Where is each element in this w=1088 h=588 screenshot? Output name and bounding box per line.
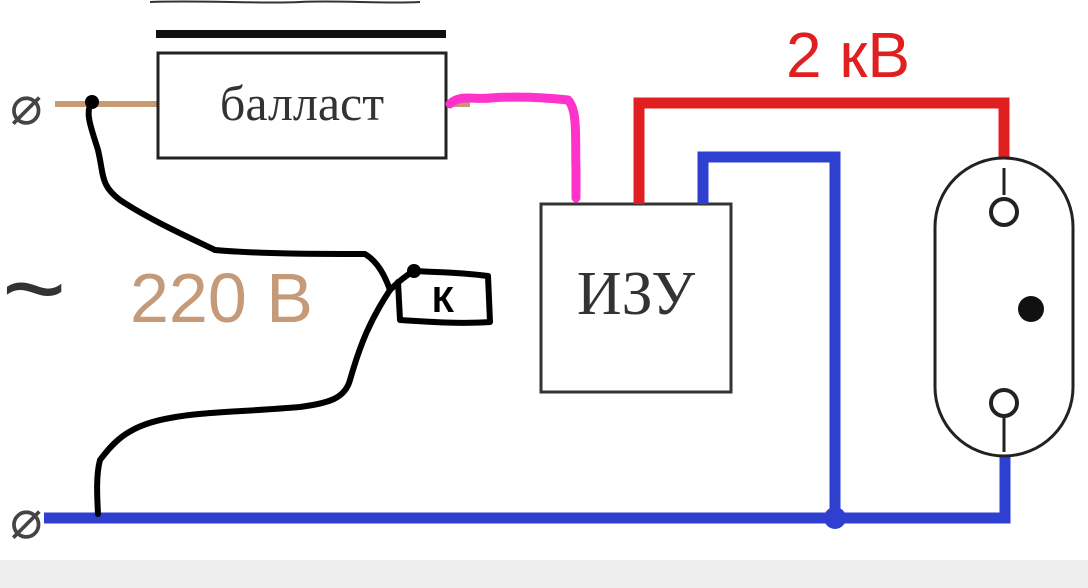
ballast-top-bar <box>156 30 446 38</box>
top-cropped-text <box>149 0 421 4</box>
lamp-center-dot <box>1018 296 1044 322</box>
switch-label: К <box>432 279 455 320</box>
lamp-bulb <box>933 156 1075 458</box>
ballast-label: балласт <box>220 75 384 131</box>
high-voltage-wire <box>633 97 1010 204</box>
handdrawn-wire-lower <box>94 287 393 517</box>
mains-voltage-label: 220 В <box>130 259 313 337</box>
terminal-bottom-icon: ⌀ <box>10 490 43 550</box>
ballast-box <box>156 51 448 160</box>
handdrawn-switch-lead <box>387 268 417 293</box>
handdrawn-magenta-wire <box>445 92 581 203</box>
neutral-wire-igniter <box>697 151 841 518</box>
terminal-top-icon: ⌀ <box>10 76 43 136</box>
lamp-electrode-bottom <box>989 388 1019 418</box>
ac-symbol: ~ <box>2 227 66 350</box>
neutral-wire-bottom <box>44 450 1011 524</box>
switch-box <box>395 268 493 326</box>
igniter-box <box>539 202 733 394</box>
bottom-strip <box>0 560 1088 588</box>
high-voltage-label: 2 кВ <box>786 19 910 91</box>
igniter-label: ИЗУ <box>577 260 695 328</box>
neutral-junction-dot <box>824 507 846 529</box>
handdrawn-wire-upper <box>85 99 393 293</box>
lamp-electrode-top <box>989 197 1019 227</box>
